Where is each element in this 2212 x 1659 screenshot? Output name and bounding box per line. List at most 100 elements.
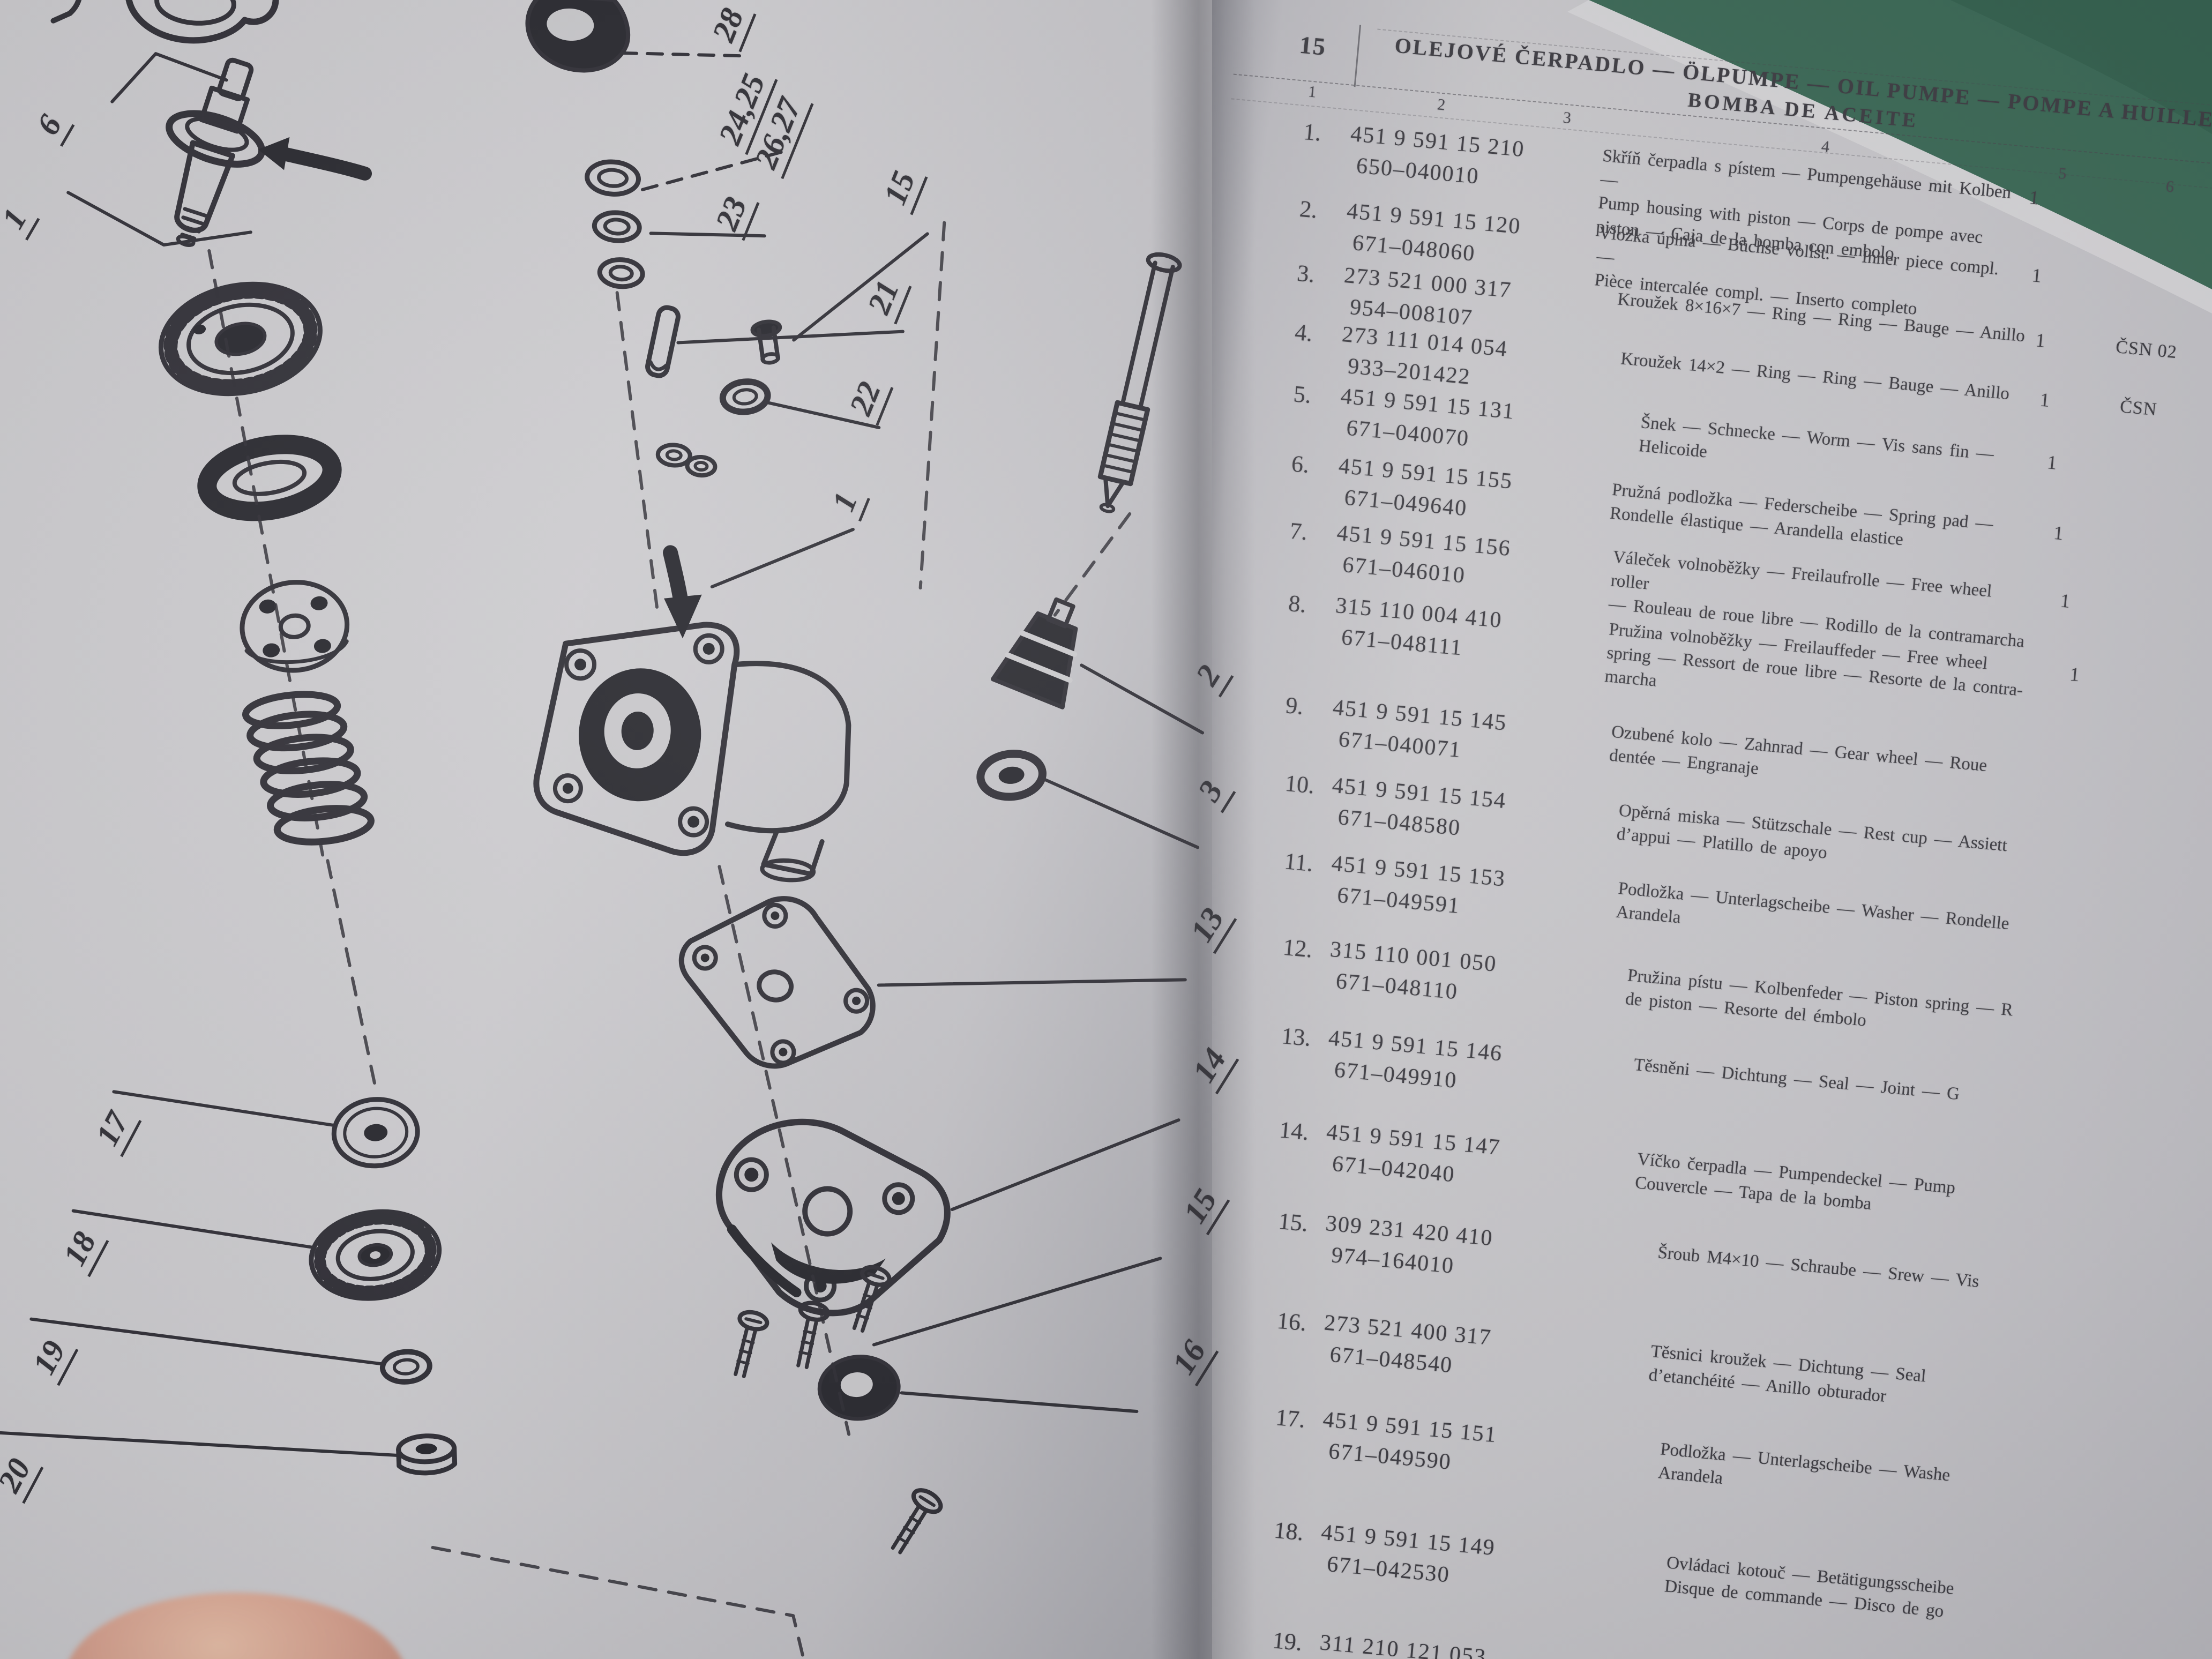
grommet-drawing [817, 1355, 901, 1421]
part-description: Kroužek 14×2 — Ring — Ring — Bauge — Ani… [1620, 347, 2038, 408]
part-description: Šroub M4×10 — Schraube — Srew — Vis [1657, 1240, 2075, 1302]
column-marker-1: 1 [1307, 83, 1317, 101]
quantity: 1 [2031, 264, 2043, 287]
description-line: Těsněni — Dichtung — Seal — Joint — G [1633, 1055, 1961, 1104]
exploded-diagram [0, 0, 1205, 1659]
screw-drawing [796, 1301, 830, 1370]
part-description: Pružina pístu — Kolbenfeder — Piston spr… [1624, 963, 2045, 1049]
quantity: 1 [2028, 186, 2040, 209]
rest-cup-drawing [976, 750, 1047, 801]
item-number: 8. [1287, 590, 1307, 618]
washer-pair-drawing [655, 443, 718, 478]
header-divider [1354, 25, 1362, 87]
coil-spring-drawing [242, 691, 375, 846]
right-page [1212, 0, 2212, 1659]
green-table-surface [1589, 0, 2212, 289]
description-line: Šroub M4×10 — Schraube — Srew — Vis [1657, 1243, 1980, 1291]
quantity: 1 [2059, 589, 2071, 612]
leader-lines [0, 51, 1205, 1458]
part-description: Ozubené kolo — Zahnrad — Gear wheel — Ro… [1608, 720, 2029, 805]
support-disc-drawing [240, 580, 350, 673]
nut-drawing [396, 1433, 458, 1476]
item-number: 9. [1284, 692, 1305, 720]
quantity: 1 [2068, 663, 2081, 686]
item-number: 12. [1282, 933, 1314, 963]
screw-drawing [852, 1265, 892, 1333]
construction-lines [207, 221, 1132, 1659]
part-description: Opěrná miska — Stützschale — Rest cup — … [1616, 798, 2036, 884]
part-numbers: 311 210 121 053 [1318, 1627, 1488, 1659]
item-number: 4. [1294, 319, 1314, 347]
item-number: 14. [1278, 1116, 1310, 1146]
column-marker-2: 2 [1436, 95, 1446, 114]
item-number: 18. [1273, 1516, 1305, 1546]
part-description: Šnek — Schnecke — Worm — Vis sans fin — … [1638, 410, 2058, 496]
gasket-drawing [50, 0, 279, 44]
disc-drawing [331, 1097, 420, 1169]
quantity: 1 [2039, 388, 2051, 412]
page-number: 15 [1298, 31, 1328, 61]
bolt-drawing [750, 319, 782, 365]
item-number: 16. [1276, 1307, 1308, 1336]
green-table-surface-dark [1951, 0, 2212, 134]
parts-catalog-page: 15 OLEJOVÉ ČERPADLO — ÖLPUMPE — OIL PUMP… [1083, 14, 2212, 1659]
quantity: 1 [2052, 521, 2065, 544]
washer-stack-drawing [585, 159, 645, 289]
seal-ring-drawing [197, 435, 342, 521]
ring-drawing [719, 378, 771, 415]
item-number: 11. [1283, 848, 1314, 877]
quantity: 1 [2035, 329, 2046, 352]
description-line: Kroužek 14×2 — Ring — Ring — Bauge — Ani… [1620, 349, 2011, 404]
column-marker-3: 3 [1562, 108, 1572, 127]
piston-drawing [166, 57, 266, 247]
gasket-plate-drawing [678, 896, 876, 1069]
rubber-boot-drawing [990, 597, 1078, 709]
column-marker-6: 6 [2165, 177, 2175, 196]
ring-drawing [379, 1349, 432, 1385]
page-stack-edge [1567, 0, 2212, 313]
worm-gear-drawing [158, 281, 323, 397]
quantity: 1 [2046, 451, 2058, 474]
part-description: Těsněni — Dichtung — Seal — Joint — G [1633, 1053, 2051, 1115]
item-number: 6. [1290, 450, 1311, 479]
gear-drawing [309, 1209, 442, 1301]
worm-shaft-drawing [1097, 252, 1182, 513]
item-number: 13. [1280, 1022, 1312, 1051]
item-number: 1. [1302, 118, 1322, 146]
factory-part-number: 311 210 121 053 [1319, 1630, 1488, 1659]
item-number: 10. [1284, 769, 1316, 799]
part-description: Podložka — Unterlagscheibe — Washer — Ro… [1615, 877, 2036, 962]
item-number: 15. [1277, 1208, 1310, 1237]
item-number: 2. [1298, 195, 1319, 223]
item-number: 7. [1288, 517, 1309, 545]
standard-code: ČSN 02 [2114, 337, 2178, 363]
description-line: Šnek — Schnecke — Worm — Vis sans fin — … [1638, 413, 1995, 464]
pin-drawing [645, 305, 681, 378]
arrow-icon [258, 137, 372, 181]
